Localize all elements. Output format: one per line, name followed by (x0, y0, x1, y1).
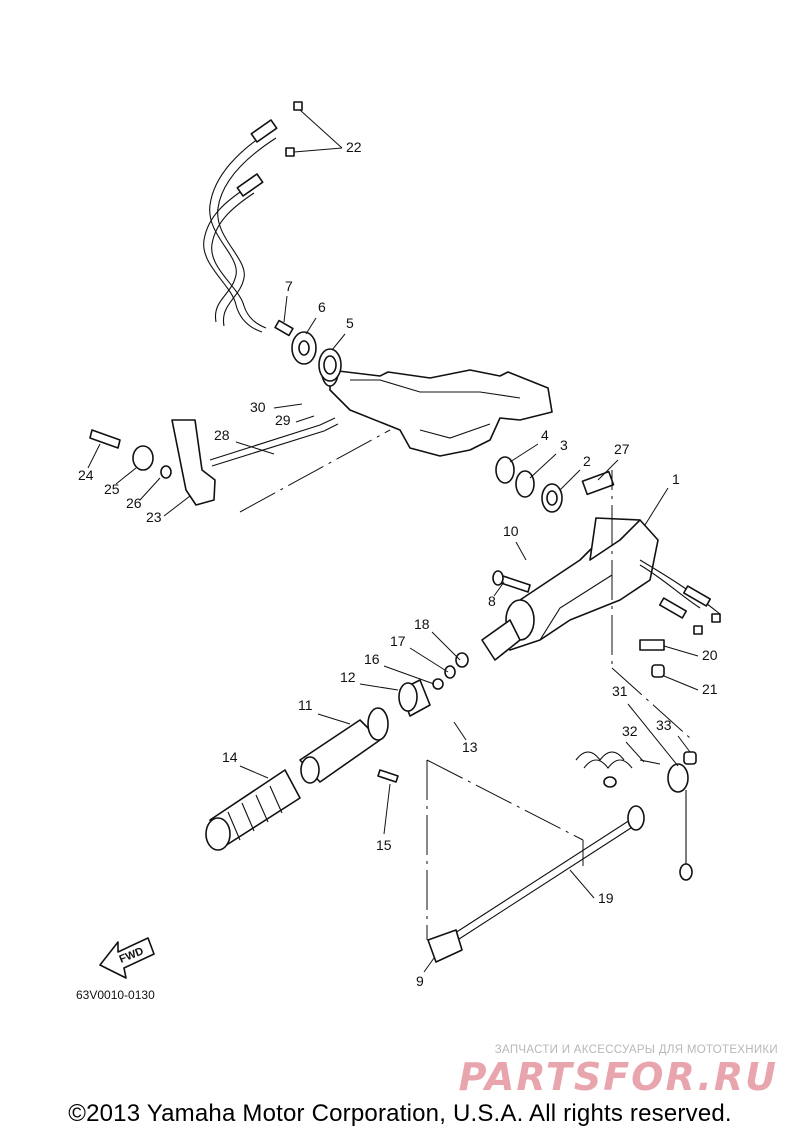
leader-line-22 (299, 109, 343, 149)
callout-21: 21 (702, 681, 718, 697)
leader-line-16 (383, 665, 435, 685)
callout-25: 25 (104, 481, 120, 497)
parts-diagram: FWD 123456789101112131415161718192021222… (78, 101, 721, 989)
callout-23: 23 (146, 509, 162, 525)
callout-11: 11 (298, 697, 313, 713)
watermark-tagline: ЗАПЧАСТИ И АКСЕССУАРЫ ДЛЯ МОТОТЕХНИКИ (494, 1044, 778, 1056)
callout-9: 9 (416, 973, 424, 989)
leader-line-33 (677, 735, 691, 753)
washers (274, 319, 563, 513)
callout-24: 24 (78, 467, 94, 483)
callout-6: 6 (318, 299, 326, 315)
leader-line-26 (139, 477, 161, 501)
leader-line-4 (509, 443, 539, 463)
callout-28: 28 (214, 427, 230, 443)
callout-32: 32 (622, 723, 638, 739)
fwd-arrow: FWD (99, 937, 155, 979)
leader-line-21 (663, 675, 699, 691)
callout-16: 16 (364, 651, 380, 667)
callout-18: 18 (414, 616, 430, 632)
leader-line-9 (423, 957, 435, 973)
leader-line-20 (663, 645, 699, 657)
callout-19: 19 (598, 890, 614, 906)
leader-line-6 (305, 317, 317, 335)
leader-line-23 (163, 495, 191, 517)
callout-22: 22 (346, 139, 362, 155)
callout-17: 17 (390, 633, 406, 649)
leader-line-27 (597, 459, 619, 481)
callout-7: 7 (285, 278, 293, 294)
callout-3: 3 (560, 437, 568, 453)
shift-lever (89, 417, 339, 506)
leader-line-11 (317, 713, 351, 725)
leader-line-24 (87, 443, 101, 469)
callout-30: 30 (250, 399, 266, 415)
callout-12: 12 (340, 669, 356, 685)
leader-line-3 (529, 453, 557, 479)
callout-4: 4 (541, 427, 549, 443)
drawing-code: 63V0010-0130 (76, 988, 155, 1002)
leader-line-10 (515, 541, 527, 561)
leader-line-13 (453, 721, 467, 741)
leader-line-32 (625, 741, 645, 763)
leader-line-25 (115, 467, 137, 485)
callout-31: 31 (612, 683, 628, 699)
callout-20: 20 (702, 647, 718, 663)
callout-29: 29 (275, 412, 291, 428)
callout-1: 1 (672, 471, 680, 487)
leader-line-29 (295, 415, 315, 423)
callout-14: 14 (222, 749, 238, 765)
steering-handle (481, 470, 721, 661)
leader-line-31 (627, 703, 679, 767)
leader-line-28 (235, 441, 275, 455)
leader-line-17 (409, 647, 449, 673)
assembly-lines (239, 429, 691, 940)
callout-33: 33 (656, 717, 672, 733)
leader-line-2 (559, 469, 581, 491)
leader-line-5 (331, 333, 346, 351)
callout-10: 10 (503, 523, 519, 539)
leader-line-18 (431, 631, 461, 661)
copyright-notice: ©2013 Yamaha Motor Corporation, U.S.A. A… (68, 1100, 732, 1127)
callout-5: 5 (346, 315, 354, 331)
throttle-rod (427, 805, 645, 963)
leader-line-1 (644, 487, 669, 526)
callout-8: 8 (488, 593, 496, 609)
leader-line-15 (383, 783, 391, 835)
leader-line-30 (273, 403, 303, 409)
callout-13: 13 (462, 739, 478, 755)
throttle-grip (205, 679, 431, 851)
leader-line-8 (493, 581, 505, 597)
leader-line-19 (569, 869, 595, 899)
callout-labels: 1234567891011121314151617181920212223242… (78, 109, 718, 989)
leader-line-22 (293, 147, 343, 153)
callout-2: 2 (583, 453, 591, 469)
watermark-logo: PARTSFOR.RU (458, 1055, 778, 1099)
leader-line-7 (283, 295, 288, 323)
callout-27: 27 (614, 441, 630, 457)
steering-bracket (321, 357, 553, 457)
callout-26: 26 (126, 495, 142, 511)
leader-line-12 (359, 683, 399, 691)
callout-15: 15 (376, 837, 392, 853)
leader-line-14 (239, 765, 269, 779)
